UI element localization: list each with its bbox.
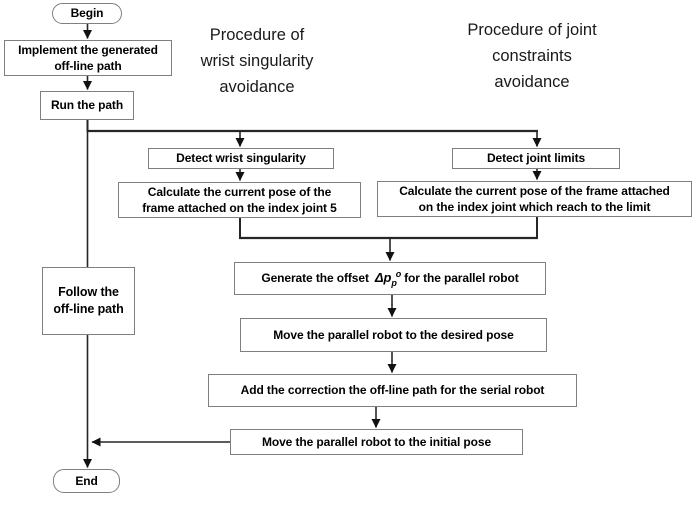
node-follow-offline-path-label: Follow the off-line path (53, 285, 124, 316)
node-calc-pose-joint: Calculate the current pose of the frame … (377, 181, 692, 217)
node-detect-wrist-singularity: Detect wrist singularity (148, 148, 334, 169)
node-detect-joint-limits-label: Detect joint limits (486, 151, 586, 166)
header-wrist-singularity: Procedure of wrist singularity avoidance (200, 26, 314, 96)
node-detect-wrist-singularity-label: Detect wrist singularity (176, 151, 306, 166)
generate-offset-prefix: Generate the offset (261, 270, 369, 285)
delta-p-formula: Δppo (374, 268, 402, 288)
node-begin: Begin (52, 3, 122, 24)
node-follow-offline-path: Follow the off-line path (42, 267, 135, 335)
node-implement-path: Implement the generated off-line path (4, 40, 172, 76)
node-move-initial-pose-label: Move the parallel robot to the initial p… (261, 434, 492, 449)
delta-p-symbol: Δp (374, 269, 392, 285)
node-move-initial-pose: Move the parallel robot to the initial p… (230, 429, 523, 455)
generate-offset-suffix: for the parallel robot (404, 270, 519, 285)
node-add-correction-label: Add the correction the off-line path for… (240, 383, 545, 398)
node-move-desired-pose: Move the parallel robot to the desired p… (240, 318, 547, 352)
node-run-path: Run the path (40, 91, 134, 120)
header-joint-constraints: Procedure of joint constraints avoidance (467, 21, 597, 91)
node-detect-joint-limits: Detect joint limits (452, 148, 620, 169)
node-move-desired-pose-label: Move the parallel robot to the desired p… (273, 327, 514, 342)
node-begin-label: Begin (70, 6, 104, 21)
delta-p-superscript: o (395, 268, 402, 279)
node-end-label: End (75, 473, 98, 488)
delta-p-subscript: p (391, 277, 397, 288)
node-calc-pose-joint-label: Calculate the current pose of the frame … (399, 183, 670, 214)
node-add-correction: Add the correction the off-line path for… (208, 374, 577, 407)
node-calc-pose-wrist: Calculate the current pose of the frame … (118, 182, 361, 218)
node-end: End (53, 469, 120, 493)
node-implement-path-label: Implement the generated off-line path (18, 42, 158, 73)
node-calc-pose-wrist-label: Calculate the current pose of the frame … (142, 184, 337, 215)
node-run-path-label: Run the path (50, 98, 124, 113)
